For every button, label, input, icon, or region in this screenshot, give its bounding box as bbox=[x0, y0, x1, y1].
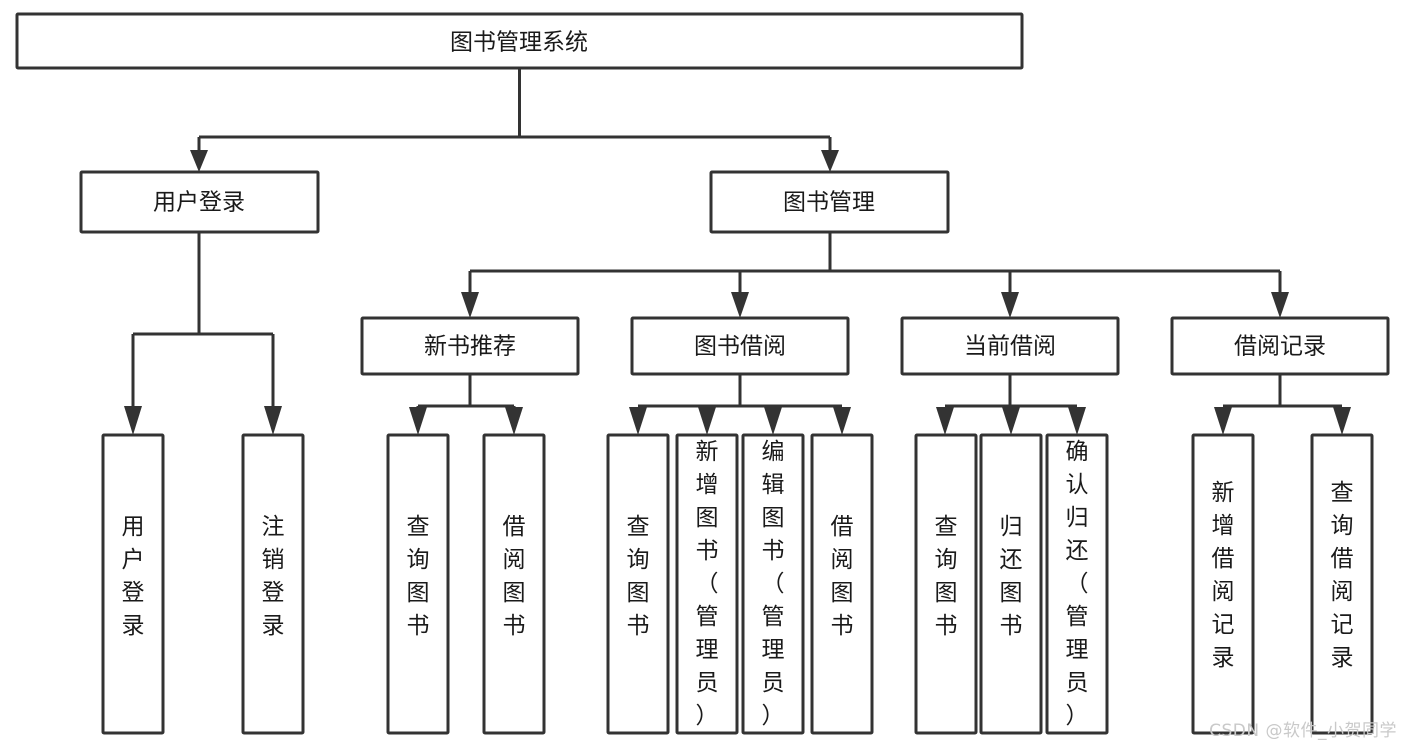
node-leaf-query-record-label: 查询借阅记录 bbox=[1331, 480, 1354, 671]
node-new-book-recommend[interactable]: 新书推荐 bbox=[360, 316, 580, 376]
node-leaf-borrow-book-bb-label: 借阅图书 bbox=[831, 514, 854, 639]
node-leaf-query-book-bb[interactable]: 查询图书 bbox=[606, 433, 670, 735]
arrow-head-new-book-leaf2 bbox=[505, 407, 523, 435]
arrow-head-records-leaf1 bbox=[1214, 407, 1232, 435]
node-borrow-records[interactable]: 借阅记录 bbox=[1170, 316, 1390, 376]
arrow-head-borrow-leaf3 bbox=[764, 407, 782, 435]
arrow-head-leaf-user-login bbox=[124, 406, 142, 435]
node-leaf-logout[interactable]: 注销登录 bbox=[241, 433, 305, 735]
arrow-head-current-leaf2 bbox=[1002, 407, 1020, 435]
node-leaf-query-book-cb[interactable]: 查询图书 bbox=[914, 433, 978, 735]
node-leaf-edit-book[interactable]: 编辑图书（管理员） bbox=[741, 433, 805, 735]
arrow-head-current-borrow bbox=[1001, 292, 1019, 318]
node-leaf-user-login[interactable]: 用户登录 bbox=[101, 433, 165, 735]
node-current-borrow[interactable]: 当前借阅 bbox=[900, 316, 1120, 376]
node-new-book-recommend-label: 新书推荐 bbox=[424, 334, 516, 360]
node-leaf-return-book-label: 归还图书 bbox=[1000, 514, 1023, 639]
node-root-label: 图书管理系统 bbox=[450, 30, 588, 56]
node-book-borrow-label: 图书借阅 bbox=[694, 334, 786, 360]
node-leaf-borrow-book-bb[interactable]: 借阅图书 bbox=[810, 433, 874, 735]
node-current-borrow-label: 当前借阅 bbox=[964, 334, 1056, 360]
node-leaf-logout-label: 注销登录 bbox=[262, 514, 285, 639]
arrow-head-leaf-logout bbox=[264, 406, 282, 435]
node-leaf-query-book-bb-label: 查询图书 bbox=[627, 514, 650, 639]
arrow-head-records-leaf2 bbox=[1333, 407, 1351, 435]
node-leaf-user-login-label: 用户登录 bbox=[122, 514, 145, 639]
arrow-head-borrow-leaf4 bbox=[833, 407, 851, 435]
node-leaf-query-record[interactable]: 查询借阅记录 bbox=[1310, 433, 1374, 735]
node-leaf-add-record-label: 新增借阅记录 bbox=[1212, 480, 1235, 671]
arrow-head-new-book bbox=[461, 292, 479, 318]
node-leaf-add-book-label: 新增图书（管理员） bbox=[696, 439, 719, 729]
node-root[interactable]: 图书管理系统 bbox=[15, 12, 1024, 70]
node-borrow-records-label: 借阅记录 bbox=[1234, 334, 1326, 360]
arrow-head-borrow-leaf2 bbox=[698, 407, 716, 435]
watermark: CSDN @软件_小贺同学 bbox=[1209, 721, 1397, 741]
node-leaf-return-book[interactable]: 归还图书 bbox=[979, 433, 1043, 735]
arrow-head-book-mgmt bbox=[821, 150, 839, 172]
node-leaf-add-record[interactable]: 新增借阅记录 bbox=[1191, 433, 1255, 735]
node-user-login-label: 用户登录 bbox=[153, 190, 245, 216]
arrow-head-borrow-records bbox=[1271, 292, 1289, 318]
node-leaf-query-book-nb[interactable]: 查询图书 bbox=[386, 433, 450, 735]
arrow-head-new-book-leaf1 bbox=[409, 407, 427, 435]
arrow-head-borrow-leaf1 bbox=[629, 407, 647, 435]
node-leaf-borrow-book-nb-label: 借阅图书 bbox=[503, 514, 526, 639]
node-book-management[interactable]: 图书管理 bbox=[709, 170, 950, 234]
node-leaf-confirm-return[interactable]: 确认归还（管理员） bbox=[1045, 433, 1109, 735]
arrow-head-user-login bbox=[190, 150, 208, 172]
connector-layer bbox=[124, 68, 1351, 435]
arrow-head-book-borrow bbox=[731, 292, 749, 318]
node-book-management-label: 图书管理 bbox=[783, 190, 875, 216]
node-leaf-borrow-book-nb[interactable]: 借阅图书 bbox=[482, 433, 546, 735]
node-leaf-confirm-return-label: 确认归还（管理员） bbox=[1066, 439, 1089, 729]
node-user-login[interactable]: 用户登录 bbox=[79, 170, 320, 234]
arrow-head-current-leaf3 bbox=[1068, 407, 1086, 435]
node-leaf-edit-book-label: 编辑图书（管理员） bbox=[762, 439, 785, 729]
node-leaf-add-book[interactable]: 新增图书（管理员） bbox=[675, 433, 739, 735]
node-leaf-query-book-cb-label: 查询图书 bbox=[935, 514, 958, 639]
arrow-head-current-leaf1 bbox=[936, 407, 954, 435]
node-leaf-query-book-nb-label: 查询图书 bbox=[407, 514, 430, 639]
node-book-borrow[interactable]: 图书借阅 bbox=[630, 316, 850, 376]
